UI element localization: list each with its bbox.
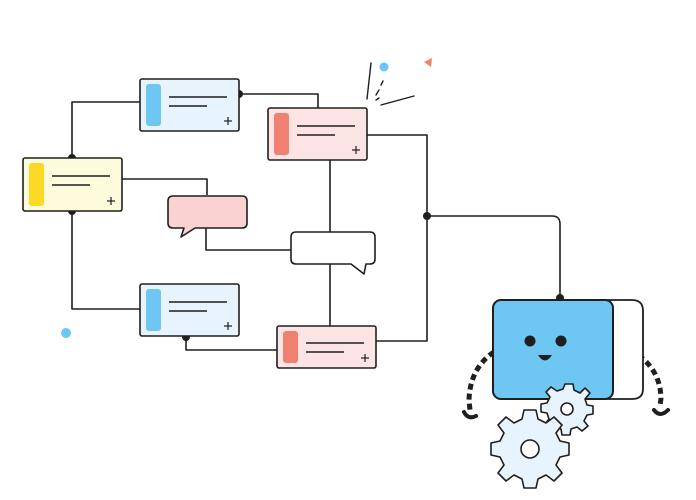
- decor-dot-blue: [61, 328, 71, 338]
- connector-lines: [71, 93, 561, 351]
- bubble-pink: [167, 195, 248, 238]
- decor-dot-blue: [379, 62, 389, 72]
- card-accent-bar: [29, 163, 44, 206]
- gear-icon: [490, 409, 570, 489]
- card-yellow-left: [22, 157, 123, 212]
- chat-bubble-icon: [167, 195, 248, 238]
- plus-icon: [224, 117, 232, 125]
- chat-bubble-icon: [290, 231, 376, 275]
- connector-yellow-to-blue-top: [71, 101, 140, 158]
- card-accent-bar: [283, 331, 298, 363]
- robot-eye-left: [524, 335, 536, 347]
- connector-blue-top-to-pink-top: [239, 93, 319, 108]
- robot-right-arm: [628, 347, 664, 407]
- card-blue-bottom: [139, 283, 240, 337]
- plus-icon: [107, 197, 115, 205]
- robot-left-hand: [462, 410, 478, 420]
- bubble-white: [290, 231, 376, 275]
- card-accent-bar: [146, 84, 161, 126]
- connector-yellow-to-blue-bottom: [71, 211, 140, 310]
- robot: [462, 299, 670, 420]
- spark-lines: [366, 62, 415, 106]
- card-accent-bar: [146, 289, 161, 331]
- card-accent-bar: [274, 113, 289, 155]
- plus-icon: [361, 354, 369, 362]
- card-pink-top: [267, 107, 368, 161]
- decor-triangle: [424, 58, 432, 67]
- robot-mouth: [538, 355, 552, 361]
- robot-face-icon: [492, 299, 614, 400]
- robot-right-hand: [652, 408, 670, 416]
- connector-pink-top-right: [367, 134, 428, 342]
- robot-eye-right: [555, 335, 567, 347]
- connector-to-robot: [427, 215, 561, 298]
- card-pink-bottom: [276, 325, 377, 369]
- connector-blue-bottom-to-pink-bottom: [185, 337, 277, 351]
- plus-icon: [224, 322, 232, 330]
- connector-bubble-to-bubble: [205, 228, 292, 251]
- gears: [490, 383, 594, 489]
- decorations: [61, 58, 432, 338]
- card-blue-top: [139, 78, 240, 132]
- plus-icon: [352, 146, 360, 154]
- robot-left-arm: [466, 349, 496, 411]
- junction-dot: [423, 212, 431, 220]
- connector-yellow-to-bubble: [122, 178, 208, 195]
